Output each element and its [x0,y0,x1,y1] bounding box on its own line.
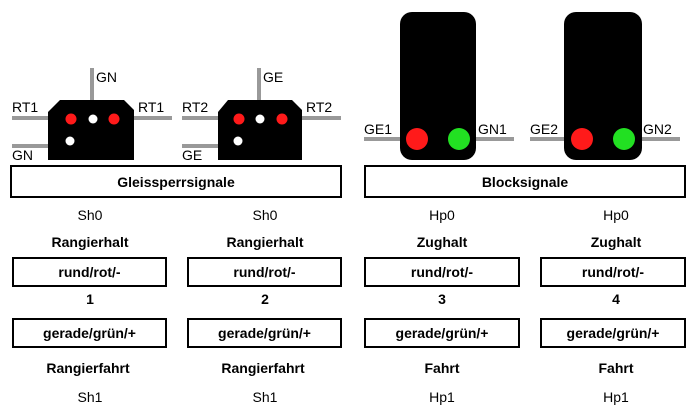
signal-1-lamp-white-lower [65,136,75,146]
signal-1-box-top: rund/rot/- [12,257,167,287]
signal-1-label-left-lower: GN [12,147,33,163]
signal-3-housing [400,12,476,160]
signal-4-code-bottom: Hp1 [603,389,629,405]
signal-1-lamp-white-center [88,114,98,124]
signal-2-label-top: GE [263,69,284,85]
signal-3-graphic [364,12,514,160]
group-header-gleissperrsignale: Gleissperrsignale [10,165,342,198]
signal-2-lamp-red-left [233,113,245,125]
signal-1-graphic [12,68,172,160]
signal-1-code-top: Sh0 [77,207,103,223]
signal-4-lamp-red [571,128,593,150]
signal-1-label-right: RT1 [138,99,165,115]
signal-2-lamp-red-right [276,113,288,125]
signal-1-code-bottom: Sh1 [77,389,103,405]
signal-1-housing [48,100,134,160]
signal-4-housing [564,12,642,160]
signal-1-label-top: GN [96,69,117,85]
signal-3-meaning-top: Zughalt [416,234,468,250]
signal-2-graphic [182,68,341,160]
signal-3-label-right: GN1 [478,121,507,137]
signal-3-label-left: GE1 [364,121,393,137]
group-header-blocksignale: Blocksignale [364,165,686,198]
signal-3-code-bottom: Hp1 [429,389,455,405]
signal-4-meaning-top: Zughalt [590,234,642,250]
signal-1-lamp-red-right [108,113,120,125]
signal-2-label-right: RT2 [306,99,333,115]
signal-1-label-left-upper: RT1 [12,99,39,115]
signal-1-number: 1 [86,291,94,307]
signal-2-meaning-top: Rangierhalt [226,234,304,250]
signal-3-box-bottom: gerade/grün/+ [364,318,520,348]
signal-2-lamp-white-center [255,114,265,124]
signal-2-code-bottom: Sh1 [252,389,278,405]
signal-1-box-bottom: gerade/grün/+ [12,318,167,348]
signal-3-lamp-green [448,128,470,150]
signal-4-meaning-bottom: Fahrt [598,360,634,376]
signal-4-label-left: GE2 [530,121,559,137]
signal-4-label-right: GN2 [643,121,672,137]
signal-4-number: 4 [612,291,620,307]
signal-2-lamp-white-lower [233,136,243,146]
signal-3-number: 3 [438,291,446,307]
signal-3-lamp-red [406,128,428,150]
signal-2-housing [218,100,302,160]
signal-1-meaning-top: Rangierhalt [51,234,129,250]
signal-3-code-top: Hp0 [429,207,455,223]
signal-4-box-top: rund/rot/- [540,257,686,287]
signal-2-label-left-lower: GE [182,147,203,163]
signal-4-graphic [530,12,680,160]
signal-3-box-top: rund/rot/- [364,257,520,287]
signal-2-meaning-bottom: Rangierfahrt [221,360,305,376]
signal-1-lamp-red-left [65,113,77,125]
signal-3-meaning-bottom: Fahrt [424,360,460,376]
signal-4-box-bottom: gerade/grün/+ [540,318,686,348]
signal-4-code-top: Hp0 [603,207,629,223]
signal-4-lamp-green [613,128,635,150]
signal-2-box-bottom: gerade/grün/+ [187,318,342,348]
signal-2-code-top: Sh0 [252,207,278,223]
signal-2-label-left-upper: RT2 [182,99,209,115]
signal-2-number: 2 [261,291,269,307]
signal-2-box-top: rund/rot/- [187,257,342,287]
signal-1-meaning-bottom: Rangierfahrt [46,360,130,376]
